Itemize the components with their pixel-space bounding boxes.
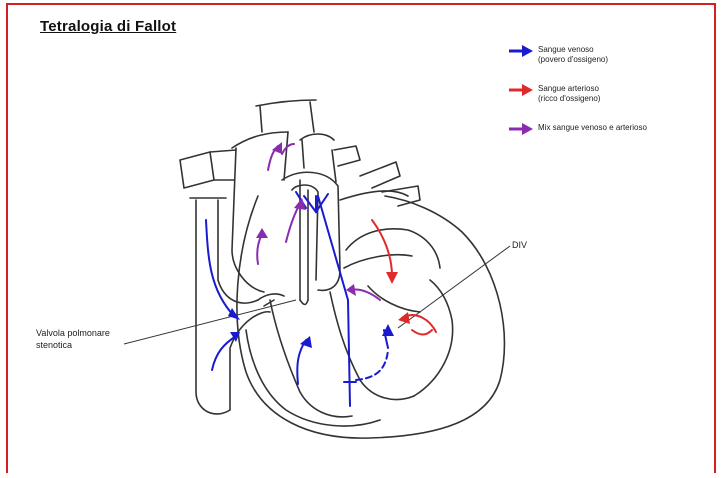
- mixed-flow-trunk: [257, 234, 262, 264]
- valve-label-line2: stenotica: [36, 339, 110, 351]
- aorta: [282, 172, 340, 290]
- div-label: DIV: [512, 239, 527, 251]
- arterial-arrowhead-la: [386, 272, 398, 284]
- pulmonary-valve: [258, 294, 284, 300]
- venous-flow-dashed: [356, 350, 388, 380]
- venous-flow-septum: [318, 196, 350, 406]
- interventricular-septum: [270, 300, 352, 417]
- mixed-flow-aorta: [286, 204, 300, 242]
- valve-label-line1: Valvola polmonare: [36, 327, 110, 339]
- pulmonary-artery: [232, 148, 264, 292]
- valve-leader-line: [124, 300, 296, 344]
- valve-label: Valvola polmonare stenotica: [36, 327, 110, 351]
- venous-flow-svc: [206, 220, 234, 316]
- right-ventricle: [246, 330, 380, 426]
- venous-flow-rv: [297, 340, 306, 384]
- left-atrium: [346, 229, 440, 268]
